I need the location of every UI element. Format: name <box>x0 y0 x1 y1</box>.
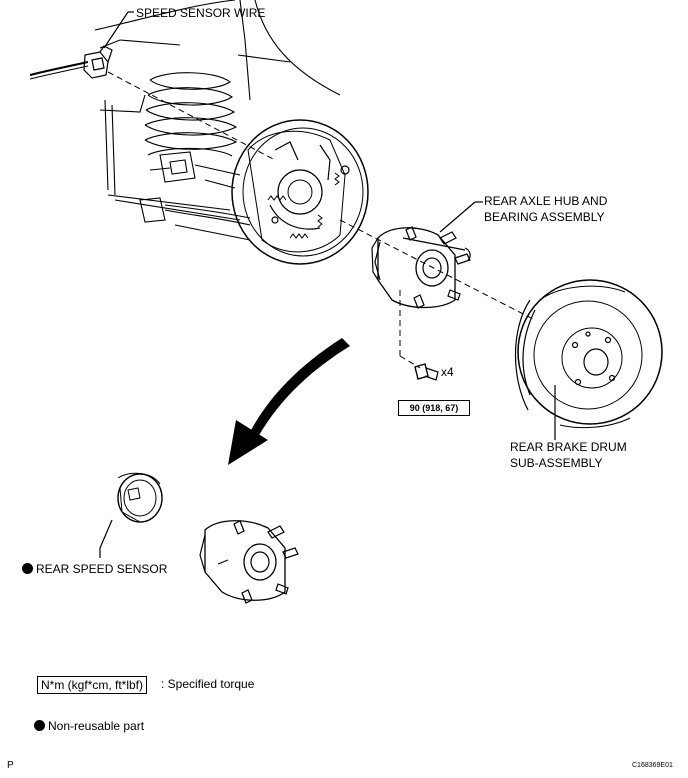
hub-label-line1: REAR AXLE HUB AND <box>484 194 608 208</box>
removal-arrow <box>228 338 350 465</box>
speed-sensor-wire-label: SPEED SENSOR WIRE <box>136 6 266 20</box>
hub-bolt <box>414 363 439 381</box>
drum-label-line2: SUB-ASSEMBLY <box>510 456 603 470</box>
speed-sensor-wire <box>29 11 134 80</box>
rear-speed-sensor-text: REAR SPEED SENSOR <box>36 562 168 576</box>
brake-drum <box>515 279 663 429</box>
bolt-count-label: x4 <box>441 365 454 379</box>
footer-page-code: P <box>7 760 14 771</box>
footer-figure-code: C168369E01 <box>632 762 673 769</box>
rear-speed-sensor <box>99 472 163 558</box>
suspension-assembly <box>94 0 341 241</box>
alignment-lines <box>107 71 536 369</box>
drum-label-line1: REAR BRAKE DRUM <box>510 440 627 454</box>
non-reusable-bullet-icon <box>22 563 33 574</box>
legend-torque-desc: : Specified torque <box>161 677 255 691</box>
legend-nonreusable-text: Non-reusable part <box>48 719 145 733</box>
hub-bearing-assembly-upper <box>371 226 471 309</box>
hub-bearing-assembly-lower <box>199 520 299 604</box>
hub-label-line2: BEARING ASSEMBLY <box>484 210 605 224</box>
legend-torque-unit: N*m (kgf*cm, ft*lbf) <box>37 676 148 694</box>
brake-backing-plate <box>231 119 369 265</box>
legend-nonreusable: Non-reusable part <box>34 719 144 734</box>
hub-leader-line <box>439 201 483 233</box>
non-reusable-legend-icon <box>34 720 45 731</box>
torque-spec-box: 90 (918, 67) <box>398 400 470 416</box>
rear-speed-sensor-label: REAR SPEED SENSOR <box>22 562 167 577</box>
